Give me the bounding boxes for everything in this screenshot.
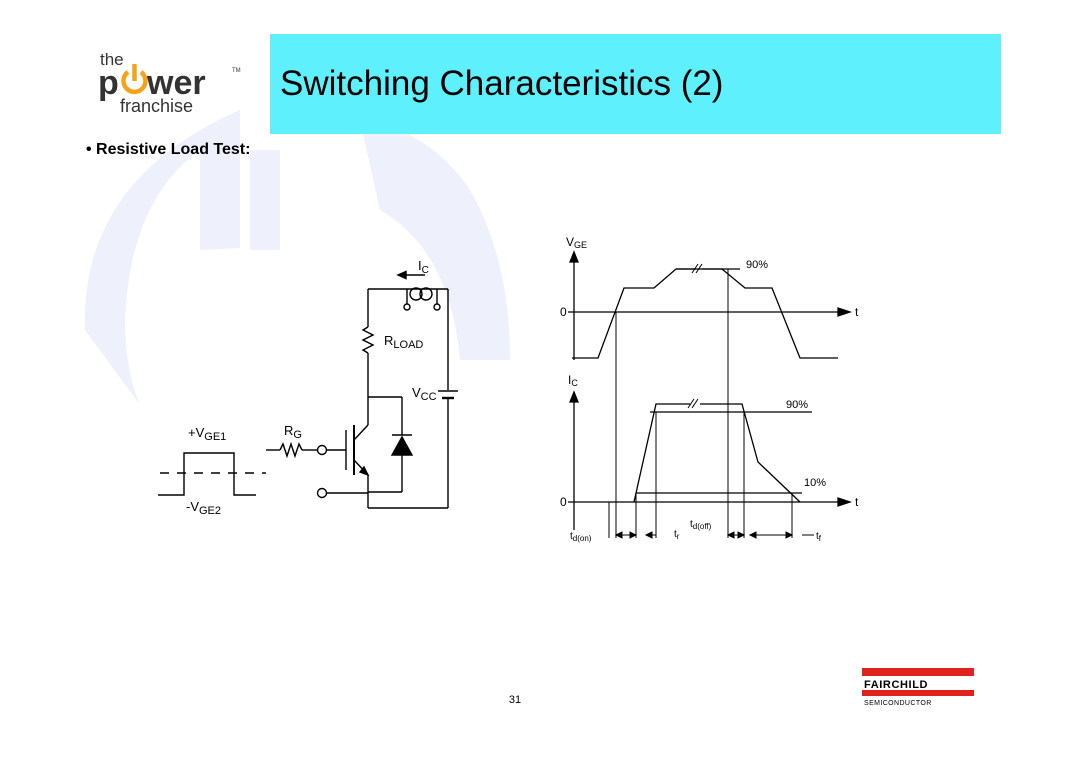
time-interval-arrows <box>614 531 814 539</box>
current-probe-icon <box>403 287 441 311</box>
label-rg: RG <box>284 423 302 441</box>
label-90pct-bottom: 90% <box>786 399 808 411</box>
label-td-off: td(off) <box>690 519 712 531</box>
fairchild-top-bar <box>862 668 974 676</box>
circuit-labels: IC RLOAD VCC RG +VGE1 -VGE2 <box>186 258 437 517</box>
label-zero-bottom: 0 <box>560 495 567 509</box>
slide-title: Switching Characteristics (2) <box>280 64 724 103</box>
logo-wer: wer <box>146 64 206 102</box>
logo-p: p <box>98 64 119 102</box>
ic-waveform-fall <box>700 403 801 503</box>
vge-waveform-rise <box>572 268 696 359</box>
label-zero-top: 0 <box>560 305 567 319</box>
rload-resistor <box>361 326 375 354</box>
label-vge: VGE <box>566 235 587 250</box>
label-ic: IC <box>568 373 578 388</box>
power-symbol-icon <box>121 64 148 95</box>
timing-labels: VGE 0 t 90% IC 0 t 90% 10% td(on) tr td(… <box>560 235 859 543</box>
label-t-bottom: t <box>855 495 859 509</box>
fairchild-name: FAIRCHILD <box>864 679 928 691</box>
power-franchise-logo: the p wer TM franchise <box>98 50 241 116</box>
label-tf: tf <box>816 531 822 543</box>
logo-franchise: franchise <box>120 96 193 116</box>
label-td-on: td(on) <box>570 531 592 543</box>
bullet-resistive-load-test: • Resistive Load Test: <box>86 141 251 158</box>
logo-the: the <box>100 50 124 69</box>
label-10pct: 10% <box>804 477 826 489</box>
watermark-left-arc <box>84 110 241 405</box>
watermark-bar <box>250 150 280 250</box>
label-vge2: -VGE2 <box>186 499 221 517</box>
igbt-transistor-icon <box>345 397 370 508</box>
label-90pct-top: 90% <box>746 259 768 271</box>
gate-pulse-waveform <box>158 452 266 496</box>
label-vge1: +VGE1 <box>188 425 226 443</box>
page-number: 31 <box>508 694 522 706</box>
rg-resistor <box>279 441 303 459</box>
label-rload: RLOAD <box>384 333 423 351</box>
circuit-diagram: IC RLOAD VCC RG +VGE1 -VGE2 <box>158 258 458 517</box>
fairchild-sub: SEMICONDUCTOR <box>864 700 932 707</box>
label-vcc: VCC <box>412 385 437 403</box>
fairchild-logo: FAIRCHILD SEMICONDUCTOR <box>862 668 974 707</box>
ic-arrow-head <box>396 270 407 280</box>
gate-terminal <box>316 444 328 456</box>
logo-tm: TM <box>232 68 241 74</box>
label-t-top: t <box>855 305 859 319</box>
label-ic: IC <box>418 258 429 276</box>
fairchild-bottom-bar <box>862 690 974 696</box>
ic-waveform-rise <box>633 403 690 503</box>
watermark-right-arc <box>360 120 510 360</box>
freewheeling-diode-icon <box>390 434 414 492</box>
emitter-terminal <box>316 487 328 499</box>
title-banner <box>270 34 1001 134</box>
timing-diagram: VGE 0 t 90% IC 0 t 90% 10% td(on) tr td(… <box>560 235 859 543</box>
label-tr: tr <box>674 529 680 541</box>
vge-waveform-fall <box>702 268 838 359</box>
